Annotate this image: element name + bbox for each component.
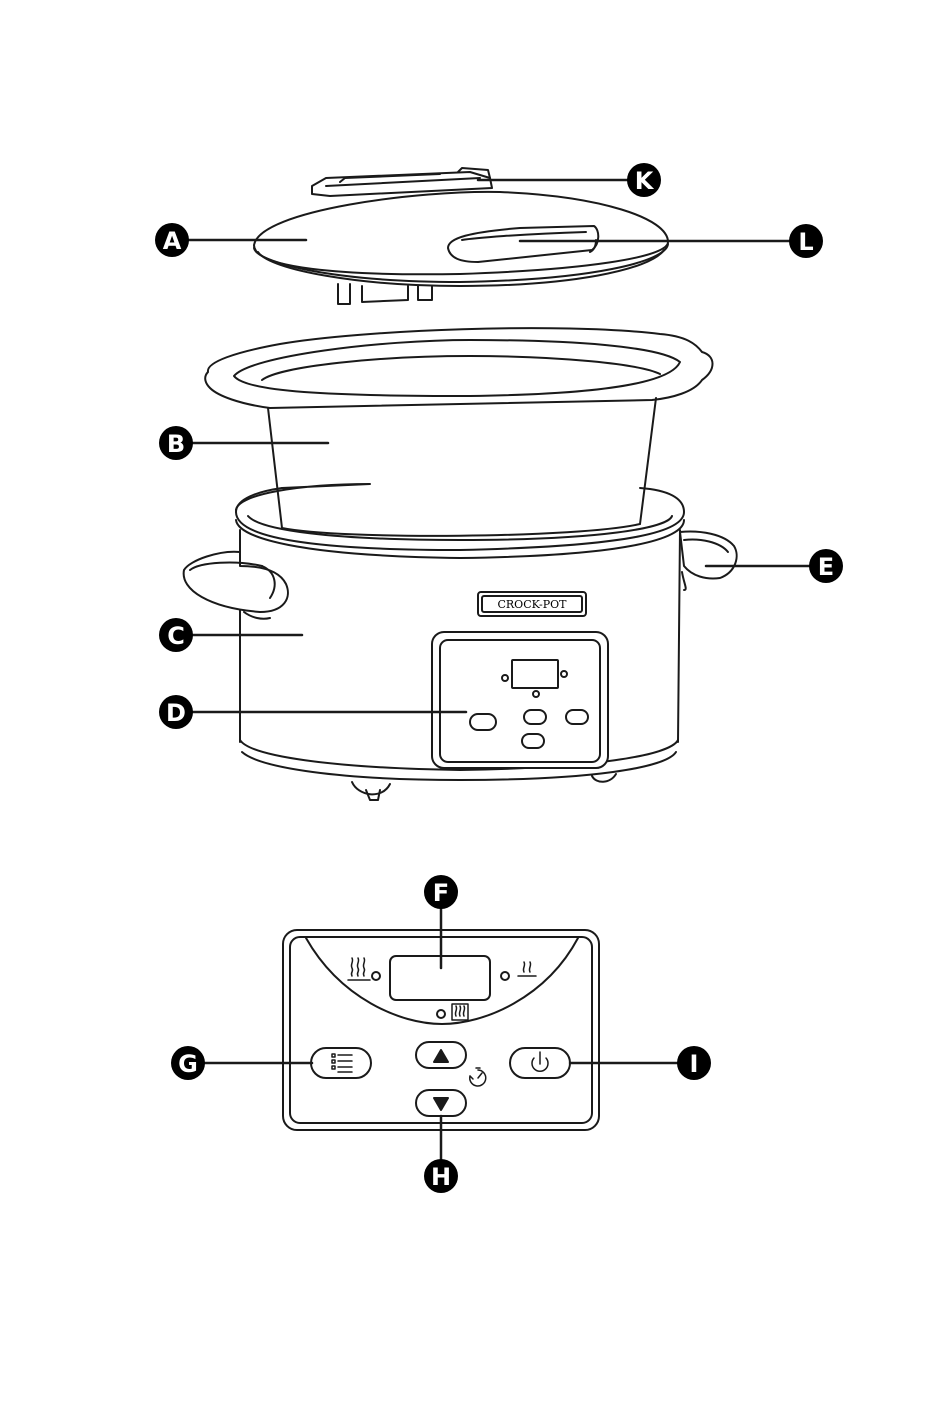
control-panel-small: [432, 632, 608, 768]
callout-a: A: [155, 223, 189, 257]
callout-b: B: [159, 426, 193, 460]
side-handle-left: [184, 552, 288, 619]
callout-f: F: [424, 875, 458, 909]
menu-button[interactable]: [311, 1048, 371, 1078]
side-handle-right: [680, 532, 737, 590]
svg-text:F: F: [433, 879, 449, 907]
lid: [254, 168, 668, 304]
svg-text:K: K: [635, 167, 655, 195]
down-button[interactable]: [416, 1090, 466, 1116]
callout-g: G: [171, 1046, 205, 1080]
svg-text:A: A: [163, 227, 182, 255]
power-button[interactable]: [510, 1048, 570, 1078]
svg-text:E: E: [818, 553, 834, 581]
svg-text:B: B: [167, 430, 185, 458]
callout-d: D: [159, 695, 193, 729]
svg-text:H: H: [431, 1163, 451, 1191]
svg-text:G: G: [178, 1050, 198, 1078]
callout-l: L: [789, 224, 823, 258]
up-button[interactable]: [416, 1042, 466, 1068]
svg-text:I: I: [690, 1050, 699, 1078]
stoneware-pot: [205, 328, 712, 536]
lid-pegs: [338, 284, 432, 304]
svg-text:D: D: [166, 699, 186, 727]
svg-text:L: L: [798, 228, 813, 256]
callout-i: I: [677, 1046, 711, 1080]
callout-e: E: [809, 549, 843, 583]
brand-name: CROCK-POT: [497, 598, 567, 611]
callout-h: H: [424, 1159, 458, 1193]
svg-text:C: C: [167, 622, 185, 650]
callout-c: C: [159, 618, 193, 652]
callout-k: K: [627, 163, 661, 197]
